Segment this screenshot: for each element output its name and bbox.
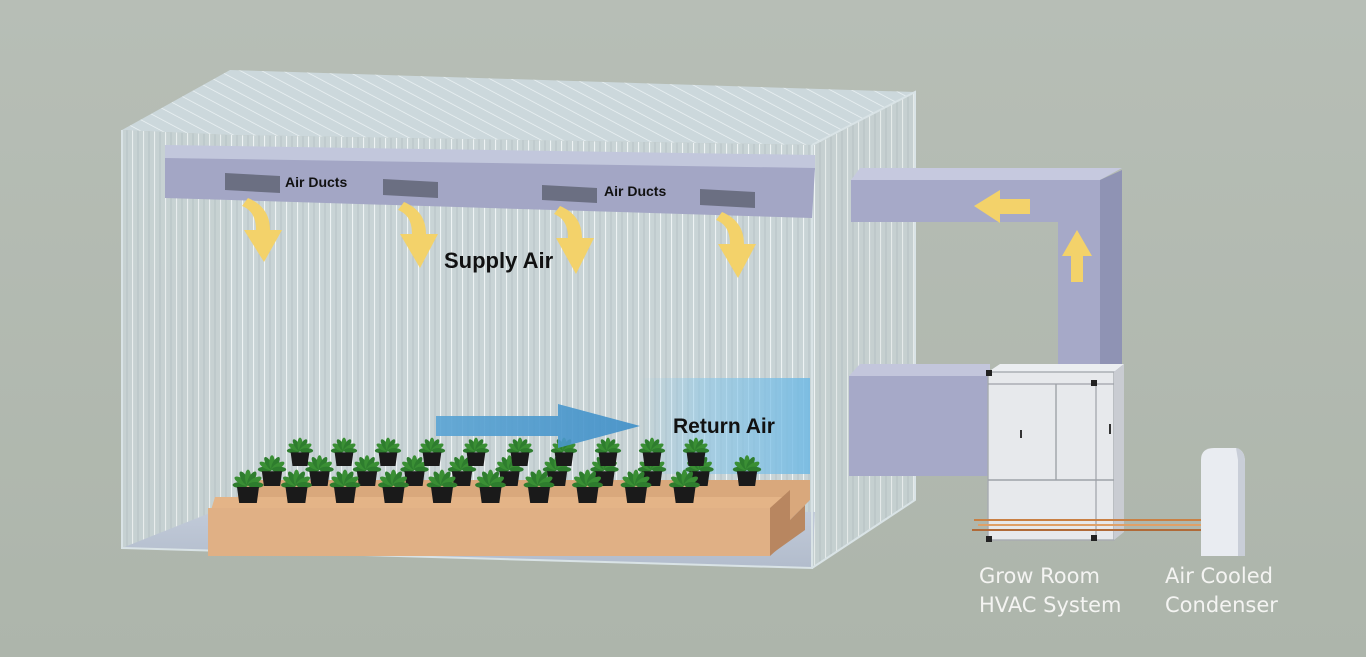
potted-plant xyxy=(426,469,458,503)
return-air-zone xyxy=(640,378,810,474)
left-wall xyxy=(122,130,230,548)
room-edges xyxy=(121,130,813,570)
supply-arrow-3 xyxy=(554,206,594,274)
supply-duct xyxy=(165,145,815,218)
supply-arrow-2 xyxy=(398,202,438,268)
potted-plant xyxy=(594,437,622,466)
refrigerant-lines xyxy=(972,519,1219,532)
return-duct xyxy=(849,364,990,476)
potted-plant xyxy=(257,455,287,486)
potted-plant xyxy=(638,437,666,466)
potted-plant xyxy=(572,469,603,503)
supply-arrow-1 xyxy=(242,198,282,262)
potted-plant xyxy=(506,437,534,466)
supply-air-arrows xyxy=(242,198,756,278)
cannabis-plants xyxy=(232,437,762,503)
potted-plant xyxy=(462,437,490,466)
potted-plant xyxy=(669,469,700,503)
hvac-supply-duct xyxy=(851,168,1122,372)
return-air-label: Return Air xyxy=(673,415,775,438)
hvac-arrow-up xyxy=(1062,230,1092,282)
potted-plant xyxy=(374,437,402,466)
return-air-arrow xyxy=(436,404,640,448)
air-ducts-label-1: Air Ducts xyxy=(285,174,348,190)
potted-plant xyxy=(523,469,555,503)
hvac-unit xyxy=(986,364,1124,542)
vent-3 xyxy=(542,185,597,203)
potted-plant xyxy=(329,469,361,503)
right-wall xyxy=(812,92,915,568)
duct-vents xyxy=(225,173,755,208)
supply-arrow-4 xyxy=(716,212,756,278)
vent-2 xyxy=(383,179,438,198)
potted-plant xyxy=(305,455,334,486)
potted-plant xyxy=(475,469,506,503)
potted-plant xyxy=(418,437,446,466)
potted-plant xyxy=(732,455,762,486)
vent-4 xyxy=(700,189,755,208)
ceiling xyxy=(122,70,915,145)
supply-air-label: Supply Air xyxy=(444,248,554,273)
potted-plant xyxy=(400,455,429,486)
vent-1 xyxy=(225,173,280,193)
potted-plant xyxy=(232,469,264,503)
potted-plant xyxy=(281,469,312,503)
bench-front xyxy=(208,508,770,556)
potted-plant xyxy=(330,437,358,466)
potted-plant xyxy=(620,469,652,503)
hvac-arrow-left xyxy=(974,190,1030,223)
potted-plant xyxy=(447,455,477,486)
air-ducts-label-2: Air Ducts xyxy=(604,183,667,199)
potted-plant xyxy=(378,469,409,503)
air-cooled-condenser xyxy=(1201,448,1245,556)
potted-plant xyxy=(286,437,314,466)
grow-benches xyxy=(208,480,810,556)
potted-plant xyxy=(352,455,382,486)
potted-plant xyxy=(682,437,710,466)
